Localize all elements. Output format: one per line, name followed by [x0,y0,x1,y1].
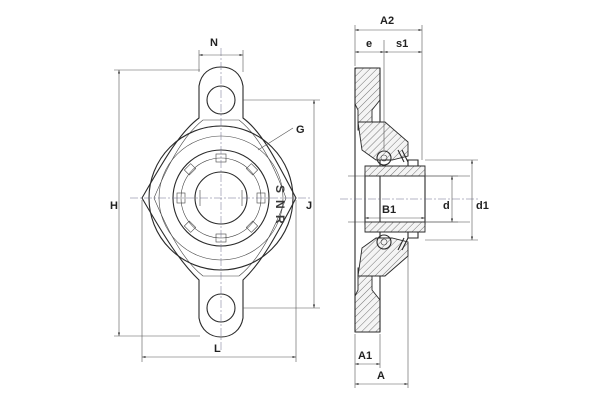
front-dimensions: N H J L G [110,37,320,362]
section-hub-bottom [357,237,409,277]
flange-inner-contour [153,119,287,277]
side-section-view [340,67,480,333]
ball-bottom-inner [380,238,388,246]
section-hub-top [357,121,409,161]
ball-top-inner [380,154,388,162]
dim-G-label: G [296,124,305,136]
brand-letter-1: S [273,185,287,193]
set-screw-bottom [407,231,419,239]
dim-L-label: L [214,343,221,355]
dim-B1-label: B1 [382,204,396,216]
dim-e-label: e [366,38,372,50]
brand-letter-3: R [273,215,287,224]
section-flange-body [354,68,381,332]
dim-d-label: d [443,200,450,212]
section-flange-bottom [354,267,381,333]
dim-N-label: N [210,37,218,49]
seal-bottom [397,237,409,251]
dim-A1-label: A1 [358,350,372,362]
dim-J-label: J [306,200,312,212]
seal-top [397,149,409,163]
side-dimensions: A2 e s1 B1 d d1 A1 A [354,15,489,388]
set-screw-top [407,159,419,167]
ball-bottom [376,234,392,250]
front-view: S N R [130,48,312,350]
section-flange-top [354,67,381,131]
dim-H-label: H [110,200,118,212]
flange-outline [141,66,297,338]
section-inner-ring-hatch-bottom [364,221,426,233]
dim-A2-label: A2 [380,15,394,27]
section-inner-ring-hatch-top [364,165,426,177]
dim-A-label: A [377,370,385,382]
ball-top [376,150,392,166]
dim-d1-label: d1 [476,200,489,212]
dim-s1-label: s1 [396,38,408,50]
brand-letter-2: N [273,200,287,209]
